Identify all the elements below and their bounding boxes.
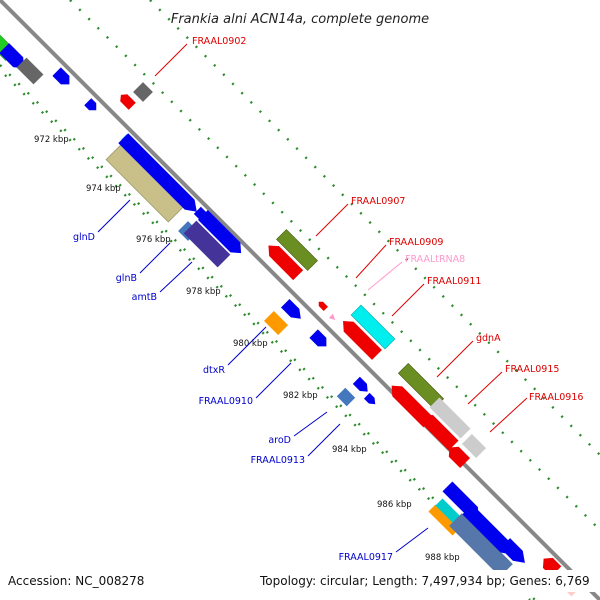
gene-label-FRAAL0910[interactable]: FRAAL0910 xyxy=(199,396,253,407)
gene-block[interactable] xyxy=(133,82,153,102)
tick-label: 980 kbp xyxy=(233,339,268,349)
label-leader-lines xyxy=(97,43,528,553)
gene-label-FRAAL0917[interactable]: FRAAL0917 xyxy=(339,552,393,563)
forward-gene-labels: glnD glnB amtB dtxR FRAAL0910 aroD FRAAL… xyxy=(73,232,393,563)
gene-block[interactable] xyxy=(16,57,44,85)
gene-block[interactable] xyxy=(263,310,289,336)
tick-label: 972 kbp xyxy=(34,135,69,145)
gene-label-FRAAL0907[interactable]: FRAAL0907 xyxy=(351,196,405,207)
gene-label-FRAAL0916[interactable]: FRAAL0916 xyxy=(529,392,583,403)
gene-arrow[interactable] xyxy=(462,504,517,559)
gene-arrow[interactable] xyxy=(118,133,201,216)
gene-block[interactable] xyxy=(276,229,318,271)
gene-arrow[interactable] xyxy=(263,240,304,281)
gene-label-FRAAL0913[interactable]: FRAAL0913 xyxy=(251,455,305,466)
gene-label-FRAALtRNA8[interactable]: FRAALtRNA8 xyxy=(405,254,465,265)
gene-label-FRAAL0909[interactable]: FRAAL0909 xyxy=(389,237,443,248)
gene-label-amtB[interactable]: amtB xyxy=(132,292,157,303)
reverse-gene-labels: FRAAL0902 FRAAL0907 FRAAL0909 FRAALtRNA8… xyxy=(192,36,583,403)
gene-label-FRAAL0911[interactable]: FRAAL0911 xyxy=(427,276,481,287)
gene-block[interactable] xyxy=(336,387,356,407)
gene-label-dtxR[interactable]: dtxR xyxy=(203,365,225,376)
gene-label-gdnA[interactable]: gdnA xyxy=(476,333,501,344)
gene-label-FRAAL0902[interactable]: FRAAL0902 xyxy=(192,36,246,47)
topology-text: Topology: circular; Length: 7,497,934 bp… xyxy=(259,574,590,588)
tick-label: 974 kbp xyxy=(86,184,121,194)
accession-text: Accession: NC_008278 xyxy=(8,574,144,588)
gene-arrow[interactable] xyxy=(500,538,530,568)
gene-block[interactable] xyxy=(449,513,513,577)
trna-marker[interactable] xyxy=(328,313,337,322)
tick-label: 978 kbp xyxy=(186,287,221,297)
gene-arrow[interactable] xyxy=(309,329,330,350)
tick-label: 976 kbp xyxy=(136,235,171,245)
gene-arrow[interactable] xyxy=(0,43,29,73)
reverse-strand-features xyxy=(117,82,582,597)
gene-arrow[interactable] xyxy=(352,376,371,395)
gene-block[interactable] xyxy=(350,304,396,350)
footer-backdrop-left xyxy=(0,570,152,592)
forward-strand-features xyxy=(0,29,530,577)
gene-arrow[interactable] xyxy=(363,392,378,407)
gene-arrow[interactable] xyxy=(417,409,459,451)
tick-label: 982 kbp xyxy=(283,391,318,401)
page-title: Frankia alni ACN14a, complete genome xyxy=(171,12,429,27)
gene-block[interactable] xyxy=(429,397,471,439)
gene-arrow[interactable] xyxy=(84,98,100,114)
gene-arrow[interactable] xyxy=(445,443,471,469)
gene-arrow[interactable] xyxy=(197,209,246,258)
footer-backdrop-right xyxy=(256,570,600,592)
gene-arrow[interactable] xyxy=(280,298,305,323)
gene-label-aroD[interactable]: aroD xyxy=(268,435,291,446)
gene-arrow[interactable] xyxy=(117,91,136,110)
tick-label: 984 kbp xyxy=(332,445,367,455)
gene-label-FRAAL0915[interactable]: FRAAL0915 xyxy=(505,364,559,375)
gene-block[interactable] xyxy=(183,220,231,268)
gene-label-glnD[interactable]: glnD xyxy=(73,232,95,243)
gene-label-glnB[interactable]: glnB xyxy=(116,273,137,284)
tick-label: 986 kbp xyxy=(377,500,412,510)
gene-arrow[interactable] xyxy=(317,300,328,311)
tick-label: 988 kbp xyxy=(425,553,460,563)
gene-arrow[interactable] xyxy=(338,316,382,360)
position-ticks: 972 kbp 974 kbp 976 kbp 978 kbp 980 kbp … xyxy=(34,135,460,563)
gene-block[interactable] xyxy=(461,433,487,459)
